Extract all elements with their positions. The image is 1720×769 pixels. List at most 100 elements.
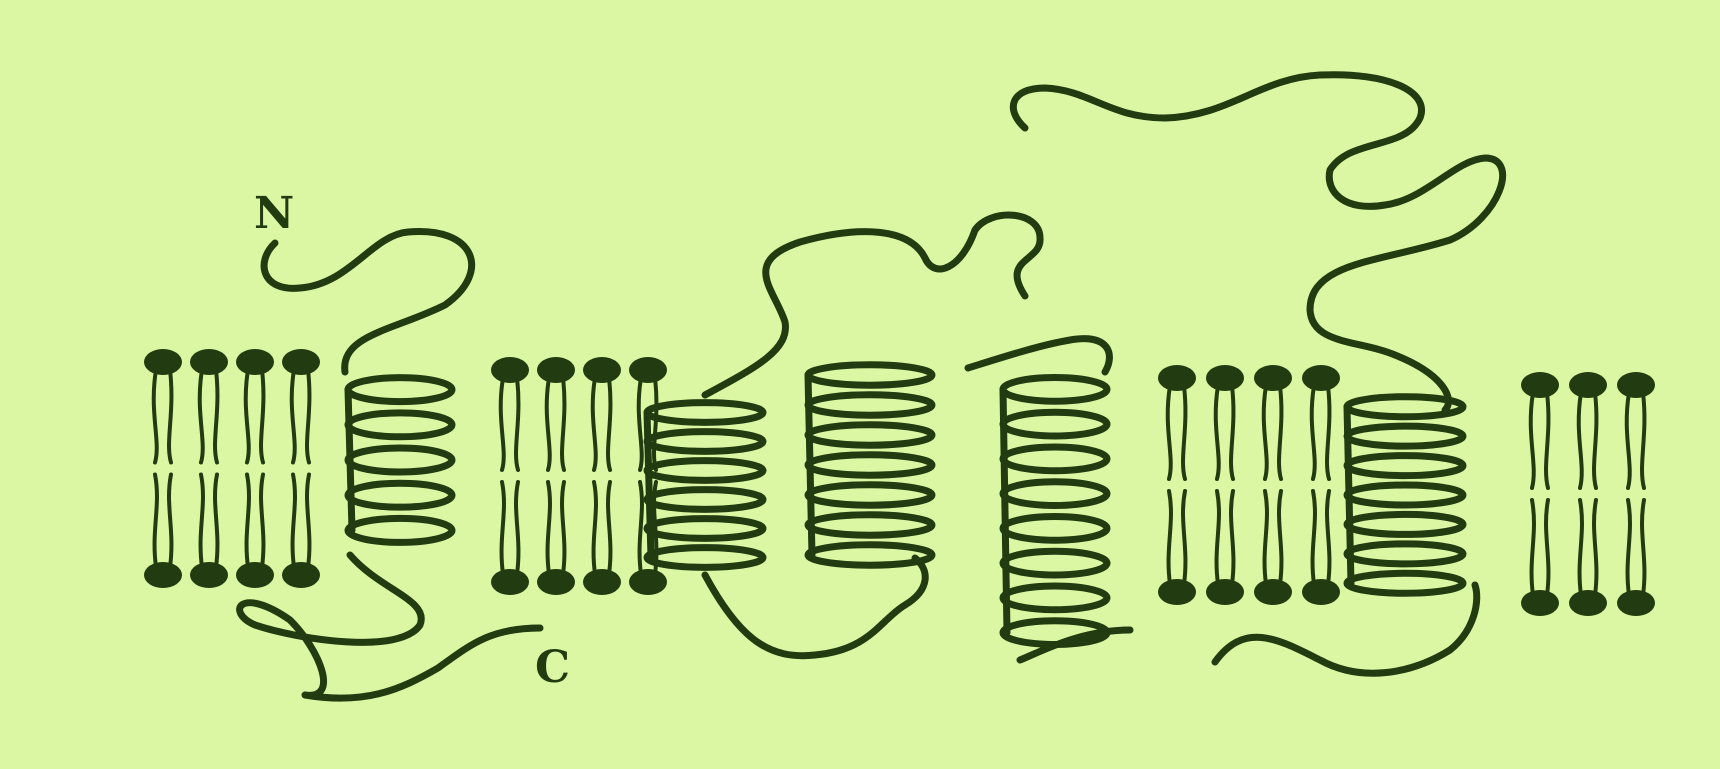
lipid-head bbox=[1569, 590, 1607, 616]
lipid-head bbox=[491, 569, 529, 595]
lipid-head bbox=[1254, 365, 1292, 391]
lipid-head bbox=[144, 349, 182, 375]
lipid-head bbox=[1617, 372, 1655, 398]
lipid-tail bbox=[293, 475, 295, 568]
lipid-tail bbox=[593, 378, 596, 470]
lipid-tail bbox=[1531, 393, 1534, 488]
lipid-tail bbox=[1169, 491, 1171, 584]
lipid-head bbox=[583, 569, 621, 595]
lipid-head bbox=[491, 357, 529, 383]
lipid-head bbox=[1158, 365, 1196, 391]
lipid-head bbox=[1206, 579, 1244, 605]
helix-backbone bbox=[647, 413, 651, 558]
alpha-helix bbox=[647, 403, 763, 568]
lipid-tail bbox=[1628, 500, 1630, 595]
lipid-head bbox=[236, 562, 274, 588]
helix-turn bbox=[1347, 485, 1463, 505]
lipid-tail bbox=[1327, 386, 1329, 479]
phospholipid bbox=[1521, 372, 1559, 616]
n-terminus-label: N bbox=[254, 188, 294, 239]
lipid-head bbox=[1206, 365, 1244, 391]
phospholipid bbox=[1206, 365, 1244, 605]
lipid-tail bbox=[608, 482, 610, 574]
helix-turn bbox=[1347, 514, 1463, 534]
lipid-tail bbox=[1579, 393, 1582, 488]
lipid-head bbox=[1158, 579, 1196, 605]
lipid-tail bbox=[654, 378, 656, 470]
helix-turn bbox=[647, 432, 763, 452]
lipid-tail bbox=[1168, 386, 1171, 479]
phospholipid bbox=[282, 349, 320, 588]
lipid-head bbox=[1302, 365, 1340, 391]
lipid-head bbox=[144, 562, 182, 588]
lipid-tail bbox=[215, 370, 217, 463]
phospholipid bbox=[583, 357, 621, 595]
lipid-tail bbox=[1231, 491, 1233, 584]
lipid-tail bbox=[201, 475, 203, 568]
lipid-head bbox=[537, 357, 575, 383]
phospholipid bbox=[1158, 365, 1196, 605]
lipid-tail bbox=[247, 475, 249, 568]
lipid-tail bbox=[502, 482, 504, 574]
lipid-head bbox=[190, 562, 228, 588]
lipid-tail bbox=[1279, 386, 1281, 479]
lipid-tail bbox=[548, 482, 550, 574]
helix-turn bbox=[1347, 456, 1463, 476]
lipid-tail bbox=[200, 370, 203, 463]
lipid-tail bbox=[154, 370, 157, 463]
lipid-tail bbox=[1231, 386, 1233, 479]
alpha-helix bbox=[808, 365, 932, 565]
helix-turn bbox=[647, 490, 763, 510]
lipid-tail bbox=[516, 378, 518, 470]
lipid-head bbox=[1569, 372, 1607, 398]
lipid-head bbox=[1617, 590, 1655, 616]
lipid-tail bbox=[307, 475, 309, 568]
lipid-tail bbox=[1217, 491, 1219, 584]
phospholipid bbox=[190, 349, 228, 588]
helix-turn bbox=[348, 378, 452, 402]
lipid-tail bbox=[1642, 500, 1644, 595]
lipid-tail bbox=[1327, 491, 1329, 584]
lipid-tail bbox=[1279, 491, 1281, 584]
phospholipid bbox=[1254, 365, 1292, 605]
lipid-head bbox=[1302, 579, 1340, 605]
phospholipid bbox=[144, 349, 182, 588]
phospholipid bbox=[1569, 372, 1607, 616]
lipid-head bbox=[629, 357, 667, 383]
phospholipid bbox=[537, 357, 575, 595]
helix-backbone bbox=[348, 390, 352, 531]
lipid-tail bbox=[169, 370, 171, 463]
lipid-tail bbox=[292, 370, 295, 463]
phospholipid bbox=[1617, 372, 1655, 616]
lipid-tail bbox=[1313, 491, 1315, 584]
lipid-tail bbox=[1546, 393, 1548, 488]
extracellular-loop-3 bbox=[1013, 75, 1502, 410]
lipid-head bbox=[1521, 590, 1559, 616]
helix-turn bbox=[1003, 586, 1107, 610]
lipid-head bbox=[629, 569, 667, 595]
lipid-tail bbox=[215, 475, 217, 568]
helix-turn bbox=[808, 395, 932, 415]
helix-turn bbox=[808, 515, 932, 535]
lipid-tail bbox=[1594, 393, 1596, 488]
lipid-tail bbox=[640, 482, 642, 574]
lipid-tail bbox=[562, 482, 564, 574]
helix-turn bbox=[348, 413, 452, 437]
lipid-head bbox=[537, 569, 575, 595]
alpha-helix bbox=[348, 378, 452, 543]
lipid-tail bbox=[594, 482, 596, 574]
lipid-tail bbox=[501, 378, 504, 470]
lipid-tail bbox=[1312, 386, 1315, 479]
lipid-tail bbox=[1627, 393, 1630, 488]
helix-turn bbox=[808, 365, 932, 385]
alpha-helix bbox=[1003, 378, 1107, 645]
helix-turn bbox=[808, 455, 932, 475]
intracellular-loop-1 bbox=[705, 558, 925, 656]
helix-turn bbox=[647, 548, 763, 568]
lipid-tail bbox=[1265, 491, 1267, 584]
helix-turn bbox=[348, 483, 452, 507]
extracellular-loop-2 bbox=[968, 339, 1109, 372]
lipid-head bbox=[1521, 372, 1559, 398]
lipid-tail bbox=[261, 370, 263, 463]
